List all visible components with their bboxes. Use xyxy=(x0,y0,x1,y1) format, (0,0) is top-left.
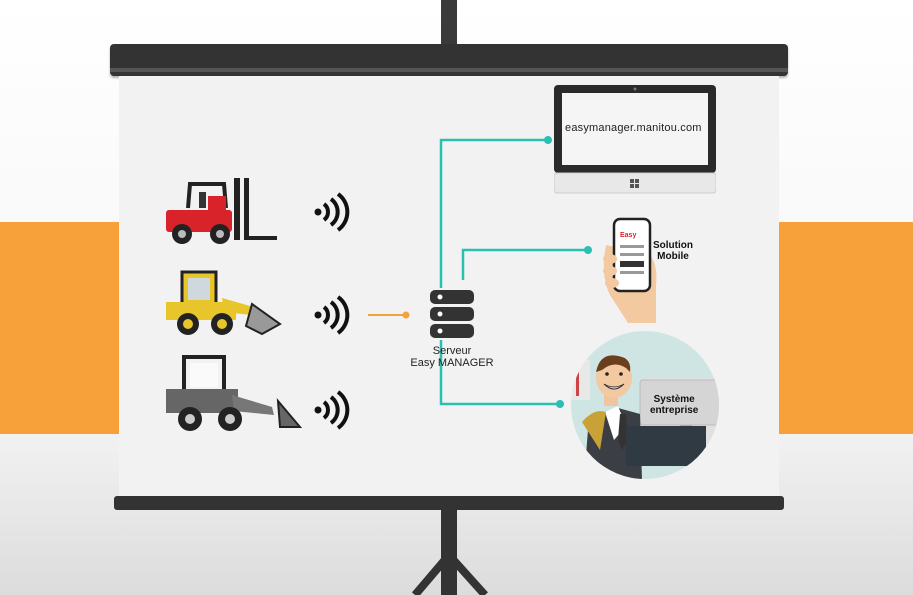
businessman-icon xyxy=(571,331,719,479)
wifi-signal-icon xyxy=(314,192,350,232)
wheel-loader-icon xyxy=(166,270,282,336)
system-label: Système entreprise xyxy=(650,394,698,416)
mobile-label-line2: Mobile xyxy=(657,251,689,262)
system-label-line1: Système xyxy=(653,394,695,405)
mobile-label: Solution Mobile xyxy=(653,240,693,262)
projector-screen-top-bar xyxy=(110,44,788,76)
server-icon xyxy=(430,290,474,338)
wifi-signal-icon xyxy=(314,390,350,430)
forklift-icon xyxy=(166,178,277,244)
projector-pole-bottom xyxy=(441,510,457,595)
monitor-icon xyxy=(554,85,716,194)
phone-brand-text: Easy xyxy=(620,232,636,239)
orange-band-left xyxy=(0,222,120,434)
server-label: Serveur Easy MANAGER xyxy=(400,345,504,369)
system-label-line2: entreprise xyxy=(650,405,699,416)
server-label-line1: Serveur xyxy=(432,345,472,357)
server-label-line2: Easy MANAGER xyxy=(410,357,494,369)
monitor-url: easymanager.manitou.com xyxy=(565,122,702,134)
orange-band-right xyxy=(778,222,913,434)
tripod-legs xyxy=(411,555,488,595)
mobile-label-line1: Solution xyxy=(653,240,693,251)
compact-loader-icon xyxy=(166,355,302,431)
projector-screen-bottom-bar xyxy=(114,496,784,510)
wifi-signal-icon xyxy=(314,295,350,335)
smartphone-icon: Easy xyxy=(603,217,657,323)
projector-pole-top xyxy=(441,0,457,50)
